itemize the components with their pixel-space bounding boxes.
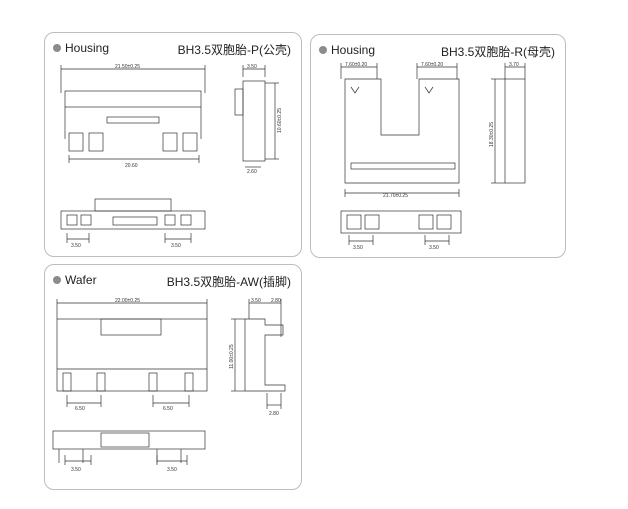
card-title: Housing xyxy=(53,41,109,55)
dim-pitch-left: 3.50 xyxy=(353,245,363,251)
dim-pitch-right: 3.50 xyxy=(167,467,177,473)
dim-top-width: 21.50±0.25 xyxy=(115,64,140,70)
wafer-drawing: 22.00±0.25 3.50 2.80 11.00±0.25 6.50 6.5… xyxy=(52,298,286,473)
bullet-icon xyxy=(319,46,327,54)
housing-r-card: Housing BH3.5双胞胎-R(母壳) 7.60±0.20 7.60±0.… xyxy=(310,34,566,258)
housing-r-drawing: 7.60±0.20 7.60±0.20 3.70 18.30±0.25 21.7… xyxy=(340,62,526,251)
wafer-card: Wafer BH3.5双胞胎-AW(插脚) 2 xyxy=(44,264,302,490)
dim-height: 11.00±0.25 xyxy=(229,344,235,369)
model-label: BH3.5双胞胎-AW(插脚) xyxy=(166,275,291,289)
category-label: Housing xyxy=(331,43,376,57)
bullet-icon xyxy=(53,276,61,284)
dim-side-bottom: 2.60 xyxy=(247,169,257,175)
dim-pitch-right: 3.50 xyxy=(429,245,439,251)
dim-pitch-left: 3.50 xyxy=(71,467,81,473)
housing-p-drawing: 21.50±0.25 3.50 10.60±0.25 2.60 20.60 3.… xyxy=(60,64,283,249)
housing-p-card: Housing BH3.5双胞胎-P(公壳) xyxy=(44,32,302,257)
category-label: Housing xyxy=(65,41,110,55)
dim-top-left: 7.60±0.20 xyxy=(345,62,367,68)
card-title: Housing xyxy=(319,43,375,57)
dim-height: 18.30±0.25 xyxy=(489,122,495,147)
dim-side-width: 3.50 xyxy=(247,64,257,70)
dim-top-width: 22.00±0.25 xyxy=(115,298,140,304)
bullet-icon xyxy=(53,44,61,52)
model-label: BH3.5双胞胎-P(公壳) xyxy=(177,43,291,57)
dim-side-bottom: 2.80 xyxy=(269,411,279,417)
category-label: Wafer xyxy=(65,273,97,287)
model-label: BH3.5双胞胎-R(母壳) xyxy=(440,45,555,59)
dim-bottom-width: 21.70±0.25 xyxy=(383,193,408,199)
dim-pin-right: 6.50 xyxy=(163,406,173,412)
dim-side-a: 3.50 xyxy=(251,298,261,304)
dim-side-b: 2.80 xyxy=(271,298,281,304)
dim-height: 10.60±0.25 xyxy=(277,108,283,133)
dim-pin-left: 6.50 xyxy=(75,406,85,412)
dim-pitch-right: 3.50 xyxy=(171,243,181,249)
dim-bottom-width: 20.60 xyxy=(125,163,138,169)
dim-pitch-left: 3.50 xyxy=(71,243,81,249)
dim-top-right: 7.60±0.20 xyxy=(421,62,443,68)
card-title: Wafer xyxy=(53,273,97,287)
dim-side-width: 3.70 xyxy=(509,62,519,68)
